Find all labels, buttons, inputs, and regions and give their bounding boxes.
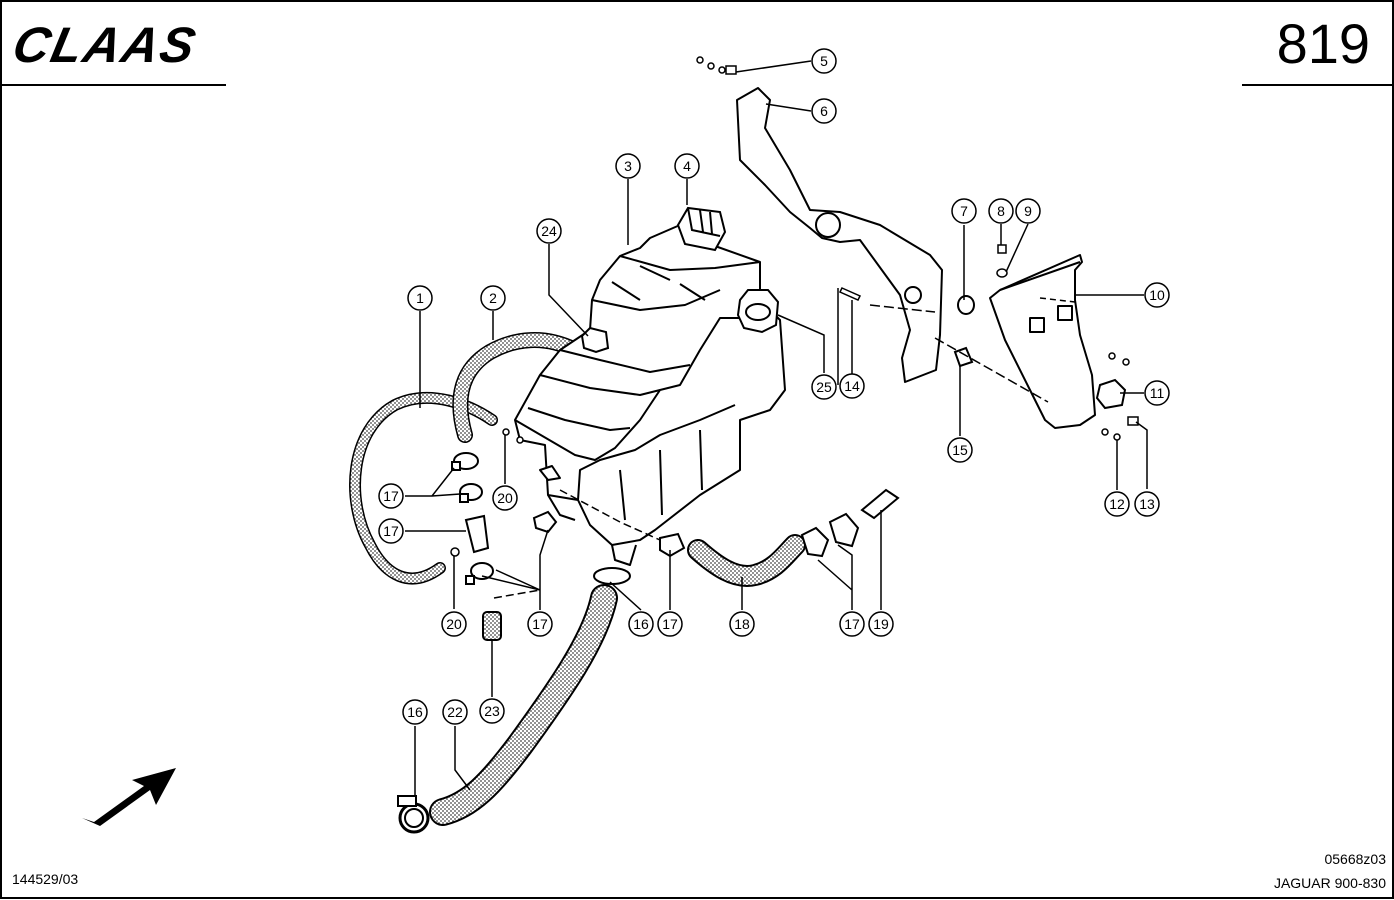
- callout-label: 23: [484, 703, 500, 719]
- callout-label: 2: [489, 290, 497, 306]
- callout-17a: [378, 483, 404, 509]
- callout-label: 16: [407, 704, 423, 720]
- callout-18: [729, 611, 755, 637]
- fasteners: [450, 56, 1139, 557]
- callout-17d: [839, 611, 865, 637]
- drawing-id: 144529/03: [12, 871, 79, 887]
- callout-label: 17: [662, 616, 678, 632]
- callout-9: [1015, 198, 1041, 224]
- hose-2: [452, 332, 583, 443]
- callout-label: 17: [383, 523, 399, 539]
- bracket-6: [736, 87, 943, 383]
- clip-11: [1095, 378, 1127, 410]
- brand-logo: CLAAS: [8, 17, 203, 73]
- callout-20a: [492, 485, 518, 511]
- callout-2: [480, 285, 506, 311]
- callout-label: 8: [997, 203, 1005, 219]
- callout-16b: [402, 699, 428, 725]
- callout-17c: [657, 611, 683, 637]
- callout-label: 20: [446, 616, 462, 632]
- callout-label: 6: [820, 103, 828, 119]
- callout-label: 9: [1024, 203, 1032, 219]
- cap-25: [736, 289, 780, 334]
- hose-23: [482, 611, 502, 641]
- callout-5: [811, 48, 837, 74]
- callout-8: [988, 198, 1014, 224]
- callout-label: 18: [734, 616, 750, 632]
- callout-25: [811, 374, 837, 400]
- callout-1: [407, 285, 433, 311]
- callout-label: 3: [624, 158, 632, 174]
- callout-14: [839, 373, 865, 399]
- expansion-tank: [514, 224, 786, 566]
- callout-label: 17: [383, 488, 399, 504]
- callout-label: 15: [952, 442, 968, 458]
- callout-label: 19: [873, 616, 889, 632]
- callout-label: 16: [633, 616, 649, 632]
- callout-19: [868, 611, 894, 637]
- callout-16a: [628, 611, 654, 637]
- callout-label: 10: [1149, 287, 1165, 303]
- callout-label: 7: [960, 203, 968, 219]
- callout-label: 17: [844, 616, 860, 632]
- callout-21: [378, 518, 404, 544]
- callout-15: [947, 437, 973, 463]
- callout-label: 5: [820, 53, 828, 69]
- callout-13: [1134, 491, 1160, 517]
- callout-label: 25: [816, 379, 832, 395]
- callout-6: [811, 98, 837, 124]
- model-name: JAGUAR 900-830: [1273, 875, 1386, 891]
- vent-4: [676, 206, 727, 252]
- spacer-15: [953, 346, 974, 368]
- callout-label: 14: [844, 378, 860, 394]
- callout-7: [951, 198, 977, 224]
- callout-4: [674, 153, 700, 179]
- callout-label: 12: [1109, 496, 1125, 512]
- hose-18: [687, 534, 806, 587]
- leader-lines: [405, 60, 1148, 796]
- callout-10: [1144, 282, 1170, 308]
- callout-24: [536, 218, 562, 244]
- callout-11: [1144, 380, 1170, 406]
- callout-23: [479, 698, 505, 724]
- callout-label: 13: [1139, 496, 1155, 512]
- callout-22: [442, 699, 468, 725]
- plate-10: [989, 254, 1096, 429]
- callout-3: [615, 153, 641, 179]
- callout-17b: [527, 611, 553, 637]
- page-number: 819: [1276, 12, 1370, 75]
- direction-arrow-icon: [82, 768, 176, 826]
- clamps: [397, 452, 900, 834]
- callout-label: 11: [1150, 385, 1165, 401]
- sensor-24: [580, 326, 610, 354]
- callout-20b: [441, 611, 467, 637]
- callout-label: 20: [497, 490, 513, 506]
- callout-label: 24: [541, 223, 557, 239]
- callout-bubbles: [378, 48, 1170, 725]
- figure-code: 05668z03: [1324, 851, 1386, 867]
- callout-12: [1104, 491, 1130, 517]
- bush-7: [957, 295, 975, 315]
- hose-1: [349, 391, 498, 585]
- callout-label: 22: [447, 704, 463, 720]
- callout-label: 1: [416, 290, 424, 306]
- hose-22: [429, 584, 618, 826]
- callout-labels: 1 2 3 4 5 6 7 8 9 10 11 12 13 14 15 16 1…: [383, 53, 1165, 720]
- callout-label: 17: [532, 616, 548, 632]
- callout-label: 4: [683, 158, 691, 174]
